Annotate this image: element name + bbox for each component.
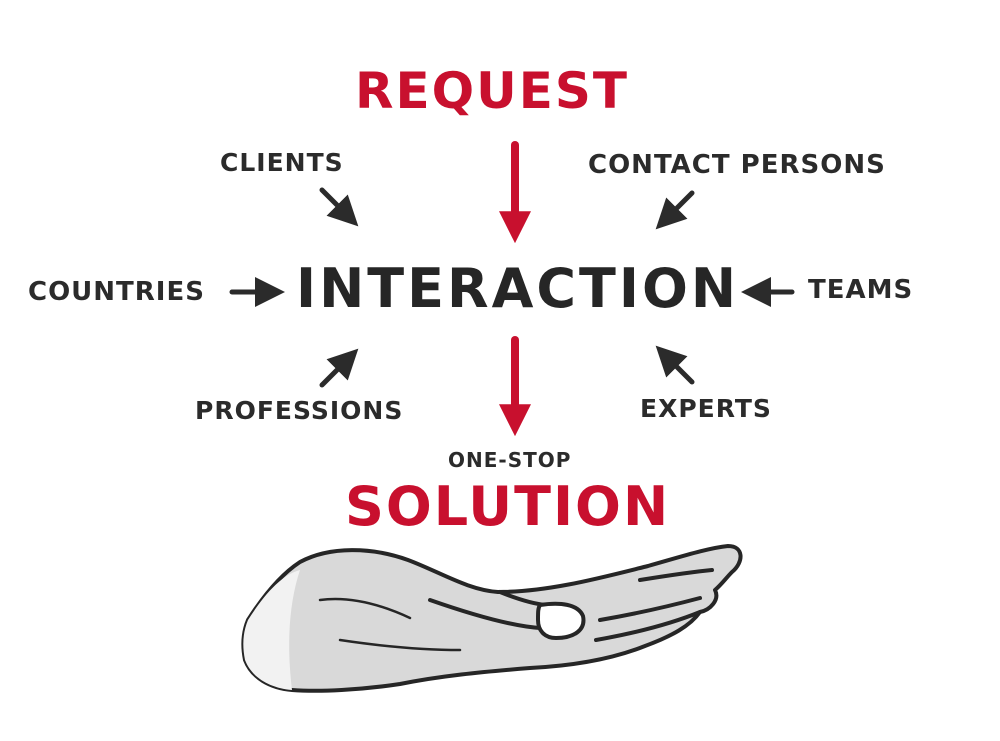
- professions-label: PROFESSIONS: [195, 396, 404, 425]
- one-stop-label: ONE-STOP: [448, 448, 572, 472]
- open-hand-icon: [241, 544, 743, 693]
- contact-persons-arrow: [655, 190, 695, 230]
- request-label: REQUEST: [355, 62, 630, 120]
- experts-label: EXPERTS: [640, 394, 772, 423]
- teams-label: TEAMS: [808, 275, 914, 305]
- interaction-label: INTERACTION: [296, 257, 740, 320]
- experts-arrow: [655, 345, 695, 385]
- contact-persons-label: CONTACT PERSONS: [588, 150, 886, 180]
- clients-arrow: [319, 187, 359, 227]
- professions-arrow: [319, 348, 359, 388]
- clients-label: CLIENTS: [220, 148, 344, 177]
- solution-label: SOLUTION: [345, 475, 671, 538]
- countries-label: COUNTRIES: [28, 277, 205, 307]
